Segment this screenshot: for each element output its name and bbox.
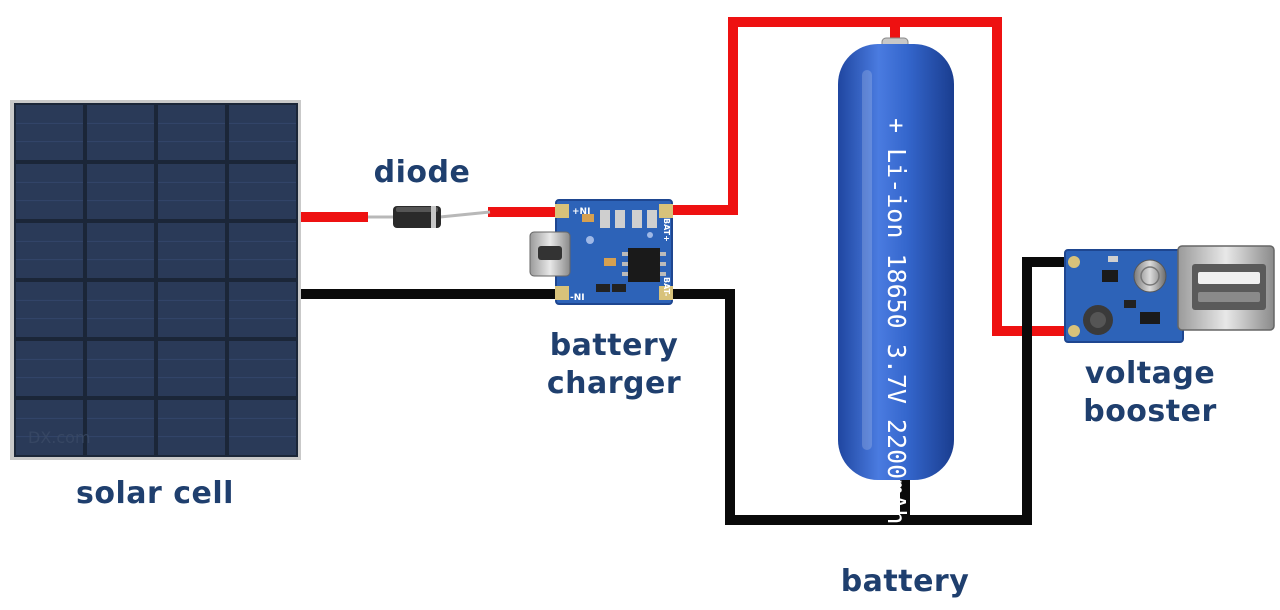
battery-label: battery bbox=[840, 564, 970, 599]
solar-cell bbox=[158, 282, 225, 337]
solar-cell-grid bbox=[16, 105, 296, 455]
solar-cell bbox=[87, 282, 154, 337]
solar-cell bbox=[16, 400, 83, 455]
negative-wires bbox=[299, 257, 1075, 525]
solar-cell bbox=[158, 105, 225, 160]
solar-cell bbox=[16, 164, 83, 219]
charger-pin-in-minus: -NI bbox=[570, 293, 585, 303]
solar-cell bbox=[229, 341, 296, 396]
solar-cell bbox=[87, 223, 154, 278]
charger-to-booster-negative-wire bbox=[672, 257, 1075, 525]
solar-cell bbox=[16, 282, 83, 337]
voltage-booster-board bbox=[1064, 245, 1275, 343]
solar-cell bbox=[229, 105, 296, 160]
solar-cell bbox=[87, 341, 154, 396]
solar-cell bbox=[16, 105, 83, 160]
positive-wires bbox=[299, 17, 1075, 336]
voltage-booster-label-line2: booster bbox=[1083, 394, 1217, 429]
solar-cell bbox=[16, 223, 83, 278]
solar-cell-label: solar cell bbox=[76, 476, 234, 511]
charger-to-battery-positive-wire bbox=[672, 17, 1075, 336]
diode-component bbox=[368, 206, 491, 228]
battery-print: + Li-ion 18650 3.7V 2200mAh - bbox=[882, 118, 911, 555]
voltage-booster-label-line1: voltage bbox=[1084, 356, 1216, 391]
diode-label: diode bbox=[373, 155, 471, 190]
battery-charger-board: +NI -NI BAT+ BAT- bbox=[529, 199, 673, 305]
charger-pin-bat-plus: BAT+ bbox=[662, 218, 671, 242]
solar-cell bbox=[229, 223, 296, 278]
solar-cell bbox=[87, 400, 154, 455]
solar-cell bbox=[158, 223, 225, 278]
solar-cell bbox=[229, 282, 296, 337]
solar-cell bbox=[229, 400, 296, 455]
solar-cell bbox=[87, 164, 154, 219]
li-ion-battery: + Li-ion 18650 3.7V 2200mAh - bbox=[838, 37, 954, 555]
charger-pin-in-plus: +NI bbox=[572, 207, 590, 217]
solar-cell bbox=[158, 341, 225, 396]
solar-cell bbox=[158, 164, 225, 219]
solar-cell bbox=[87, 105, 154, 160]
solar-cell bbox=[16, 341, 83, 396]
battery-charger-label-line2: charger bbox=[546, 366, 682, 401]
solar-cell bbox=[229, 164, 296, 219]
solar-panel: DX.com bbox=[10, 100, 301, 460]
solar-cell bbox=[158, 400, 225, 455]
solar-watermark: DX.com bbox=[28, 428, 91, 447]
charger-pin-bat-minus: BAT- bbox=[662, 277, 671, 296]
battery-charger-label-line1: battery bbox=[549, 328, 679, 363]
